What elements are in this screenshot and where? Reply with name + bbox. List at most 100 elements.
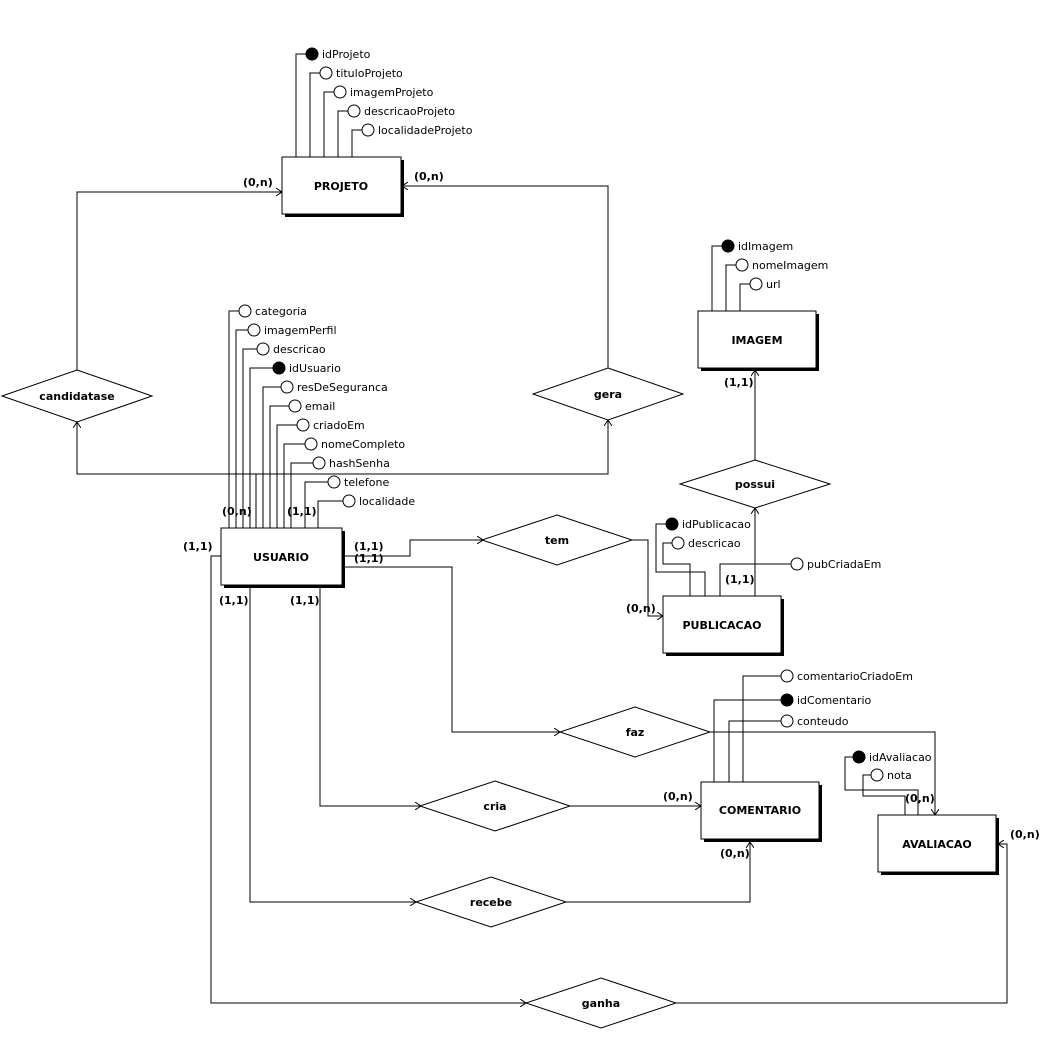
relationship-candidatase[interactable]: candidatase bbox=[0, 369, 154, 423]
attr-idPublicacao: idPublicacao bbox=[682, 518, 751, 531]
card-publicacao-tem: (0,n) bbox=[626, 602, 656, 615]
attr-email: email bbox=[305, 400, 335, 413]
attr-marker bbox=[780, 714, 794, 728]
card-imagem-possui: (1,1) bbox=[724, 376, 754, 389]
relationship-ganha-label: ganha bbox=[582, 997, 620, 1010]
connectors bbox=[77, 186, 1008, 1003]
entity-projeto[interactable]: PROJETO bbox=[281, 156, 404, 217]
relationship-faz[interactable]: faz bbox=[558, 706, 712, 758]
attr-marker bbox=[361, 123, 375, 137]
card-usuario-faz: (1,1) bbox=[354, 552, 384, 565]
pk-marker bbox=[852, 750, 866, 764]
entity-publicacao[interactable]: PUBLICACAO bbox=[662, 595, 784, 656]
attr-hashSenha: hashSenha bbox=[329, 457, 390, 470]
attr-marker bbox=[296, 418, 310, 432]
entity-comentario-label: COMENTARIO bbox=[719, 804, 801, 817]
card-avaliacao-faz: (0,n) bbox=[905, 792, 935, 805]
relationship-tem[interactable]: tem bbox=[480, 514, 634, 566]
relationships: candidatase gera possui tem faz cria rec… bbox=[0, 367, 832, 1029]
attr-nota: nota bbox=[887, 769, 912, 782]
relationship-candidatase-label: candidatase bbox=[39, 390, 114, 403]
attr-conteudo: conteudo bbox=[797, 715, 849, 728]
attr-descricao-publicacao: descricao bbox=[688, 537, 741, 550]
card-usuario-candidatase: (0,n) bbox=[222, 505, 252, 518]
pk-marker bbox=[780, 693, 794, 707]
attr-marker bbox=[870, 768, 884, 782]
attr-marker bbox=[256, 342, 270, 356]
attr-comentarioCriadoEm: comentarioCriadoEm bbox=[797, 670, 913, 683]
card-usuario-gera: (1,1) bbox=[287, 505, 317, 518]
relationship-recebe[interactable]: recebe bbox=[414, 876, 568, 928]
relationship-ganha[interactable]: ganha bbox=[524, 977, 678, 1029]
attr-marker bbox=[780, 669, 794, 683]
attr-idAvaliacao: idAvaliacao bbox=[869, 751, 932, 764]
attr-criadoEm: criadoEm bbox=[313, 419, 365, 432]
attr-imagemPerfil: imagemPerfil bbox=[264, 324, 337, 337]
attr-resDeSeguranca: resDeSeguranca bbox=[297, 381, 388, 394]
attr-marker bbox=[327, 475, 341, 489]
entity-projeto-label: PROJETO bbox=[314, 180, 368, 193]
relationship-gera[interactable]: gera bbox=[531, 367, 685, 421]
pk-marker bbox=[665, 517, 679, 531]
relationship-tem-label: tem bbox=[545, 534, 569, 547]
relationship-recebe-label: recebe bbox=[470, 896, 512, 909]
attr-idImagem: idImagem bbox=[738, 240, 793, 253]
card-usuario-ganha: (1,1) bbox=[183, 540, 213, 553]
attr-idUsuario: idUsuario bbox=[289, 362, 341, 375]
attr-marker bbox=[312, 456, 326, 470]
attribute-lines bbox=[228, 53, 919, 815]
attr-nomeCompleto: nomeCompleto bbox=[321, 438, 405, 451]
attr-idProjeto: idProjeto bbox=[322, 48, 371, 61]
attr-marker bbox=[735, 258, 749, 272]
attr-marker bbox=[347, 104, 361, 118]
entity-usuario-label: USUARIO bbox=[253, 551, 309, 564]
entity-comentario[interactable]: COMENTARIO bbox=[700, 781, 822, 842]
pk-marker bbox=[305, 47, 319, 61]
entities: PROJETO IMAGEM USUARIO PUBLICACAO COMENT… bbox=[220, 156, 999, 875]
entity-publicacao-label: PUBLICACAO bbox=[682, 619, 761, 632]
attr-marker bbox=[280, 380, 294, 394]
attr-localidade: localidade bbox=[359, 495, 415, 508]
card-projeto-candidatase: (0,n) bbox=[243, 176, 273, 189]
attribute-labels: idProjeto tituloProjeto imagemProjeto de… bbox=[255, 48, 932, 782]
attr-descricao: descricao bbox=[273, 343, 326, 356]
card-avaliacao-ganha: (0,n) bbox=[1010, 828, 1040, 841]
card-comentario-cria: (0,n) bbox=[663, 790, 693, 803]
relationship-gera-label: gera bbox=[594, 388, 622, 401]
card-publicacao-possui: (1,1) bbox=[725, 573, 755, 586]
attr-imagemProjeto: imagemProjeto bbox=[350, 86, 434, 99]
attr-marker bbox=[304, 437, 318, 451]
attr-nomeImagem: nomeImagem bbox=[752, 259, 828, 272]
entity-imagem[interactable]: IMAGEM bbox=[697, 310, 819, 371]
card-usuario-recebe: (1,1) bbox=[219, 594, 249, 607]
attr-url: url bbox=[766, 278, 781, 291]
entity-imagem-label: IMAGEM bbox=[731, 334, 782, 347]
attr-marker bbox=[342, 494, 356, 508]
relationship-cria[interactable]: cria bbox=[418, 780, 572, 832]
entity-usuario[interactable]: USUARIO bbox=[220, 527, 345, 588]
cardinalities: (0,n) (0,n) (0,n) (1,1) (1,1) (1,1) (1,1… bbox=[183, 170, 1040, 860]
relationship-possui-label: possui bbox=[735, 478, 775, 491]
attr-tituloProjeto: tituloProjeto bbox=[336, 67, 403, 80]
attr-marker bbox=[671, 536, 685, 550]
attr-marker bbox=[247, 323, 261, 337]
attr-telefone: telefone bbox=[344, 476, 389, 489]
pk-marker bbox=[721, 239, 735, 253]
attr-marker bbox=[319, 66, 333, 80]
card-usuario-cria: (1,1) bbox=[290, 594, 320, 607]
attr-localidadeProjeto: localidadeProjeto bbox=[378, 124, 473, 137]
attr-idComentario: idComentario bbox=[797, 694, 872, 707]
attr-marker bbox=[288, 399, 302, 413]
attr-marker bbox=[333, 85, 347, 99]
attr-marker bbox=[238, 304, 252, 318]
card-comentario-recebe: (0,n) bbox=[720, 847, 750, 860]
pk-marker bbox=[272, 361, 286, 375]
attr-pubCriadaEm: pubCriadaEm bbox=[807, 558, 881, 571]
attr-marker bbox=[749, 277, 763, 291]
attr-marker bbox=[790, 557, 804, 571]
entity-avaliacao[interactable]: AVALIACAO bbox=[877, 814, 999, 875]
relationship-cria-label: cria bbox=[483, 800, 506, 813]
relationship-possui[interactable]: possui bbox=[678, 459, 832, 509]
attr-categoria: categoria bbox=[255, 305, 307, 318]
